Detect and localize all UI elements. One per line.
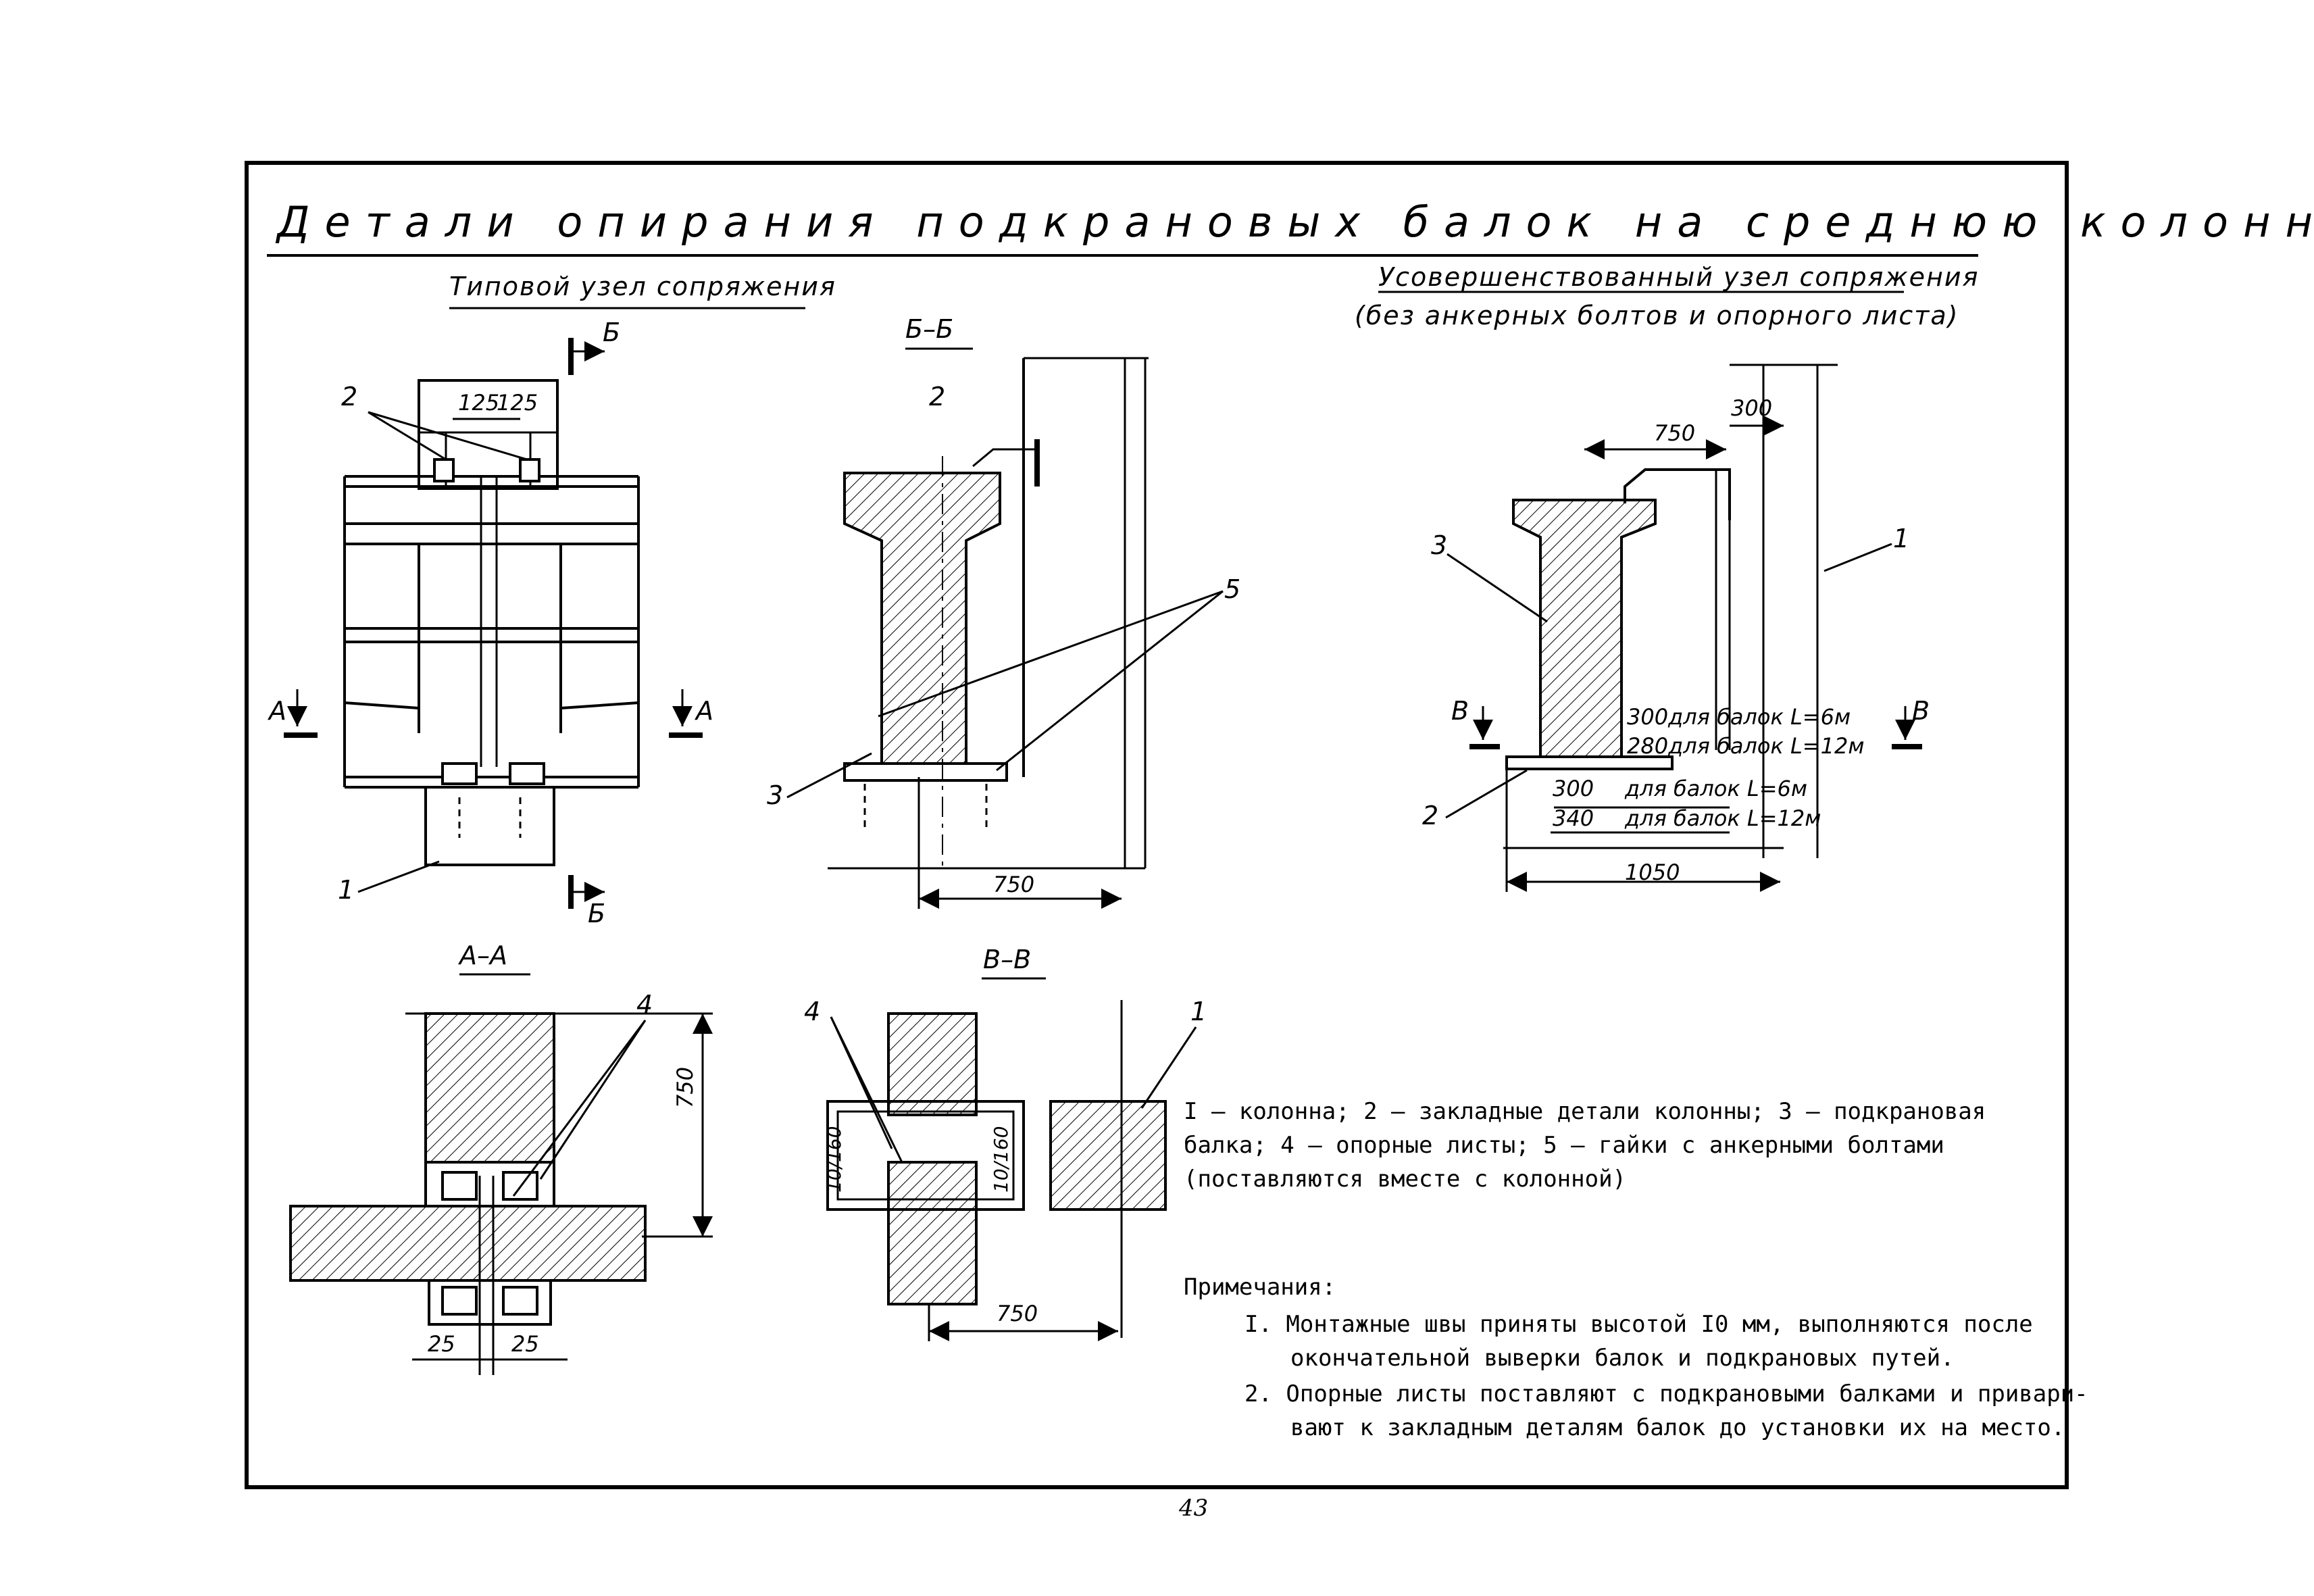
- dim-1050: 1050: [1625, 859, 1680, 885]
- section-label-vv: В–В: [983, 945, 1032, 974]
- note-2-line2: вают к закладным деталям балок до устано…: [1290, 1414, 2065, 1441]
- section-aa: [289, 1012, 713, 1375]
- right-heading-line2: (без анкерных болтов и опорного листа): [1355, 301, 1959, 330]
- dim-10-160-right: 10/160: [990, 1126, 1012, 1193]
- callout-1-typical: 1: [338, 875, 355, 905]
- section-bb: [786, 357, 1224, 909]
- cut-mark-v-right: В: [1912, 696, 1930, 726]
- cut-mark-v-left: В: [1451, 696, 1469, 726]
- callout-3-bb: 3: [767, 780, 784, 810]
- callout-4-aa: 4: [636, 990, 653, 1020]
- notes-heading: Примечания:: [1184, 1274, 1336, 1301]
- note-2-line1: 2. Опорные листы поставляют с подкрановы…: [1244, 1380, 2088, 1407]
- dim-750-vv: 750: [997, 1301, 1038, 1326]
- callout-4-vv: 4: [804, 997, 821, 1026]
- section-label-aa: А–А: [459, 941, 507, 970]
- note-1-line2: окончательной выверки балок и подкрановы…: [1290, 1345, 1955, 1372]
- legend-text: I – колонна; 2 – закладные детали колонн…: [1184, 1098, 1986, 1193]
- note-280-l12: 280для балок L=12м: [1627, 733, 1865, 759]
- section-label-bb: Б–Б: [905, 314, 954, 344]
- note-1-line1: I. Монтажные швы приняты высотой I0 мм, …: [1244, 1311, 2033, 1338]
- drawing-frame: [245, 161, 2069, 1489]
- callout-1-vv: 1: [1190, 997, 1207, 1026]
- section-vv: [826, 1000, 1197, 1341]
- callout-5-bb: 5: [1224, 574, 1241, 604]
- typical-node-elevation: [284, 338, 703, 909]
- callout-2-improved: 2: [1422, 801, 1439, 830]
- cut-mark-a-right: А: [696, 696, 713, 726]
- dim-300-base: 300: [1553, 776, 1594, 801]
- dim-10-160-left: 10/160: [823, 1126, 845, 1193]
- note-300-l6: 300для балок L=6м: [1627, 704, 1851, 730]
- dim-25-left: 25: [428, 1331, 455, 1357]
- dim-125-right: 125: [497, 390, 538, 416]
- dim-125-left: 125: [458, 390, 500, 416]
- dim-300-improved: 300: [1731, 395, 1773, 421]
- dim-750-aa: 750: [672, 1066, 698, 1108]
- drawing-title: Детали опирания подкрановых балок на сре…: [277, 197, 2314, 247]
- dim-750-improved: 750: [1654, 420, 1696, 446]
- dim-25-right: 25: [511, 1331, 539, 1357]
- note-l12: для балок L=12м: [1625, 805, 1821, 831]
- callout-3-improved: 3: [1431, 530, 1448, 560]
- cut-mark-a-left: А: [269, 696, 286, 726]
- cut-mark-b-bottom: Б: [588, 899, 606, 928]
- note-l6: для балок L=6м: [1625, 776, 1808, 801]
- page-number: 43: [1179, 1495, 1209, 1522]
- callout-1-improved: 1: [1893, 524, 1910, 553]
- callout-2-typical: 2: [341, 382, 358, 412]
- left-heading: Типовой узел сопряжения: [449, 272, 836, 301]
- callout-2-bb: 2: [929, 382, 946, 412]
- right-heading-line1: Усовершенствованный узел сопряжения: [1378, 262, 1980, 292]
- dim-340-base: 340: [1553, 805, 1594, 831]
- cut-mark-b-top: Б: [603, 318, 621, 347]
- dim-750-bb: 750: [993, 872, 1035, 897]
- improved-node-elevation: [1445, 364, 1922, 892]
